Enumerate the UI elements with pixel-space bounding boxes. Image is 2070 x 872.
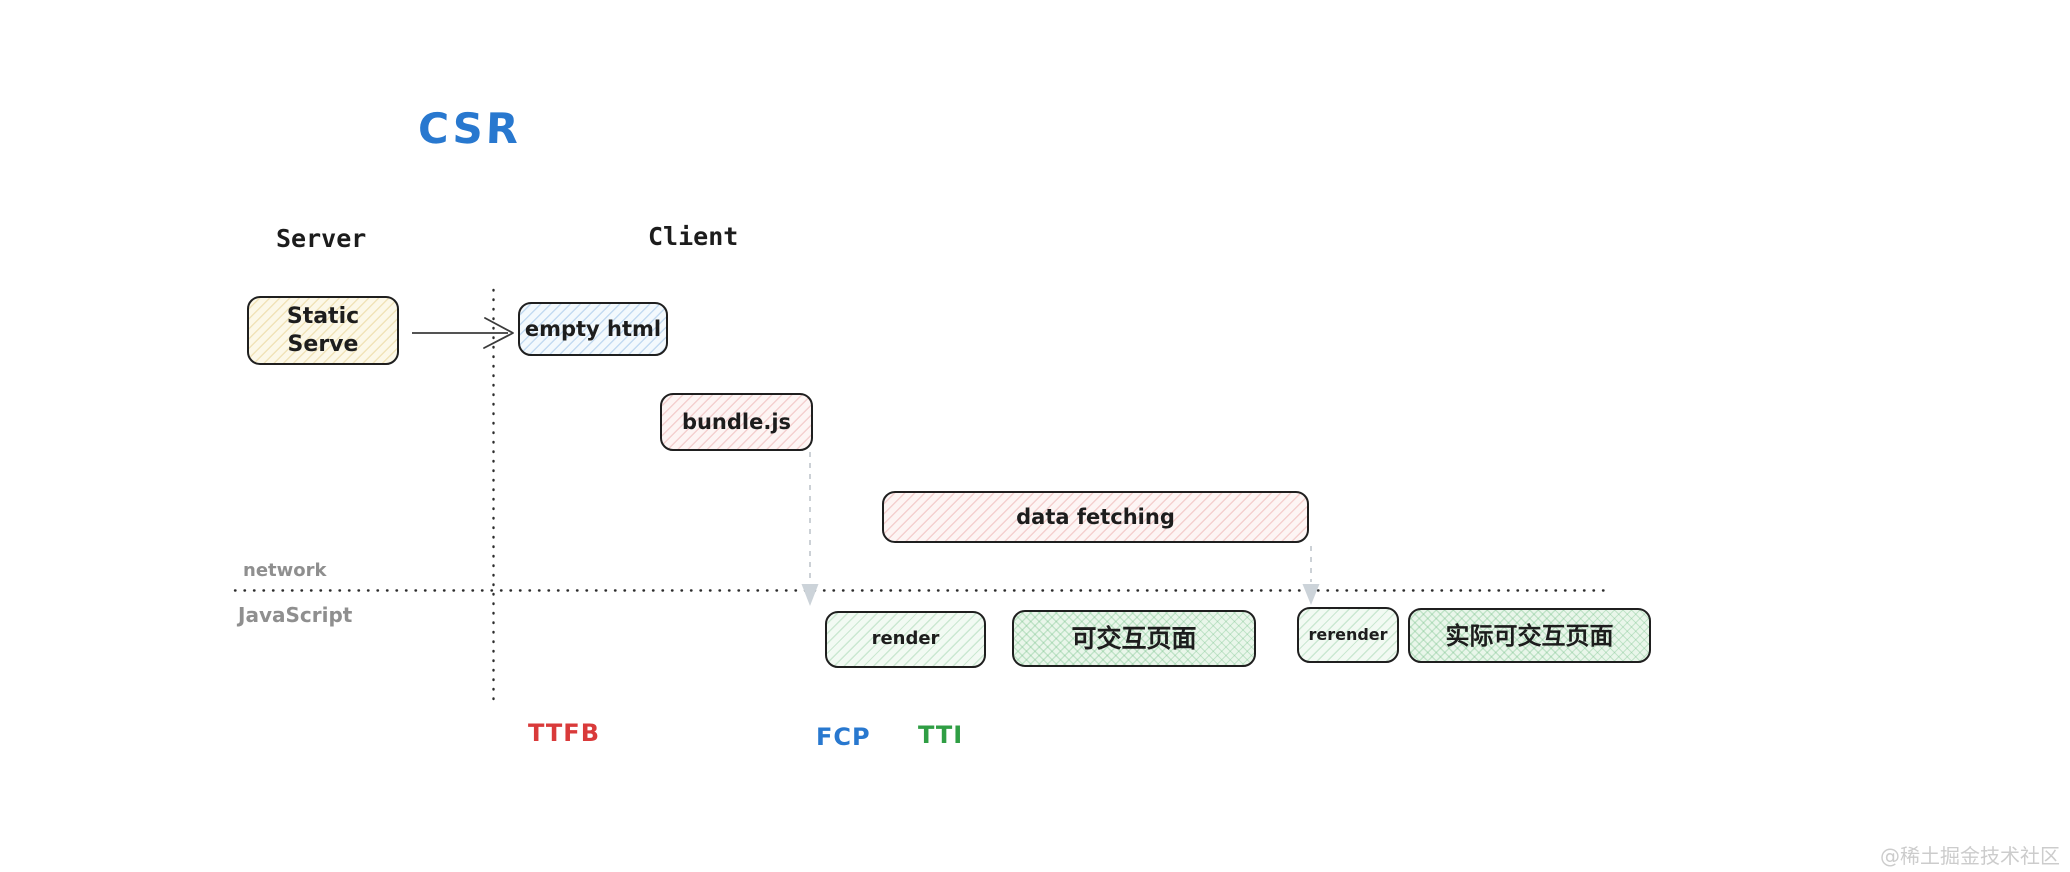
server-to-client-arrowhead-icon xyxy=(483,317,514,349)
ttfb-metric-label: TTFB xyxy=(528,719,600,747)
client-lane-label: Client xyxy=(648,222,739,251)
network-axis-label: network xyxy=(243,560,327,581)
bundle-to-render-arrowhead-icon xyxy=(801,584,819,606)
render-box: render xyxy=(825,611,986,668)
data-fetching-box: data fetching xyxy=(882,491,1309,543)
bundle-js-label: bundle.js xyxy=(681,409,792,434)
static-serve-label-line1: Static xyxy=(286,304,360,329)
watermark: @稀土掘金技术社区 xyxy=(1880,844,2060,868)
diagram-title: CSR xyxy=(417,104,523,153)
rerender-label: rerender xyxy=(1308,625,1388,644)
interactive-page-box: 可交互页面 xyxy=(1012,610,1256,667)
render-label: render xyxy=(871,628,940,650)
empty-html-box: empty html xyxy=(518,302,668,356)
interactive-page-label: 可交互页面 xyxy=(1071,623,1197,653)
data-fetching-label: data fetching xyxy=(1016,504,1175,529)
actual-interactive-page-label: 实际可交互页面 xyxy=(1445,621,1614,650)
static-serve-label-line2: Serve xyxy=(287,331,359,357)
server-lane-label: Server xyxy=(276,224,367,253)
bundle-js-box: bundle.js xyxy=(660,393,813,451)
tti-metric-label: TTI xyxy=(918,721,964,749)
empty-html-label: empty html xyxy=(524,316,662,341)
fcp-metric-label: FCP xyxy=(816,723,871,751)
static-serve-label: Static Serve xyxy=(287,303,359,358)
rerender-box: rerender xyxy=(1297,607,1399,663)
fetch-to-rerender-arrowhead-icon xyxy=(1302,584,1320,605)
static-serve-box: Static Serve xyxy=(247,296,399,365)
actual-interactive-page-box: 实际可交互页面 xyxy=(1408,608,1651,663)
javascript-axis-label: JavaScript xyxy=(238,603,353,627)
